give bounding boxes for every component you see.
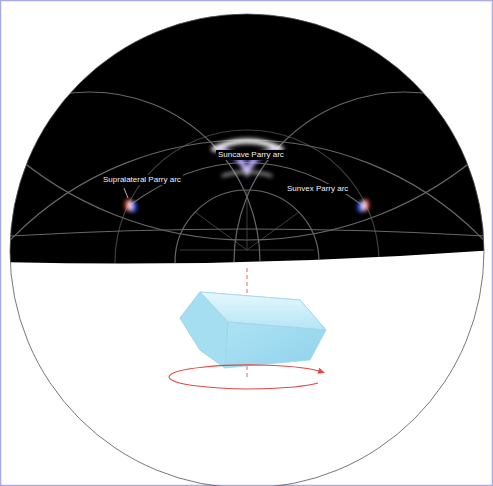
arc-label: Sunvex Parry arc [285,184,350,194]
arc-label: Suncave Parry arc [216,150,286,160]
arc-label: Supralateral Parry arc [101,175,183,185]
